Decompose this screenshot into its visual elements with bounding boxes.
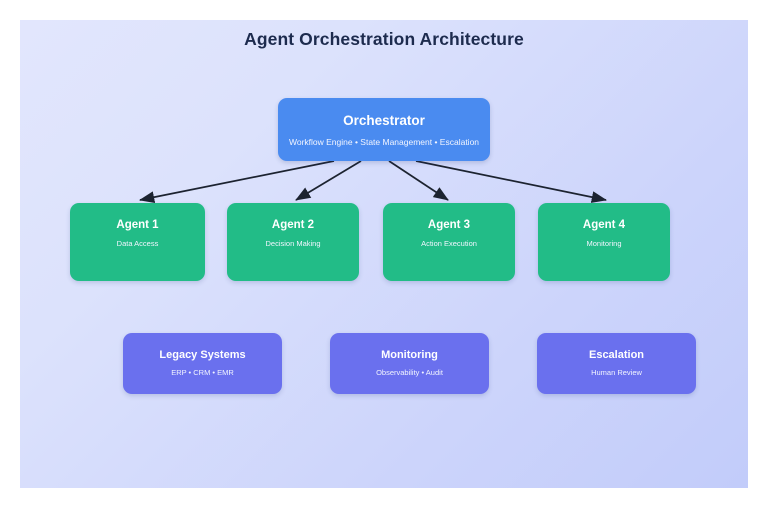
node-escalation-title: Escalation [588, 349, 645, 361]
node-legacy-systems-title: Legacy Systems [159, 349, 246, 361]
node-monitoring-subtitle: Observability • Audit [376, 368, 443, 378]
node-legacy-systems[interactable]: Legacy Systems ERP • CRM • EMR [123, 333, 282, 394]
node-agent-2-title: Agent 2 [271, 219, 315, 231]
node-escalation[interactable]: Escalation Human Review [537, 333, 696, 394]
node-agent-3-title: Agent 3 [427, 219, 471, 231]
page-title: Agent Orchestration Architecture [244, 29, 524, 49]
node-orchestrator[interactable]: Orchestrator Workflow Engine • State Man… [278, 98, 490, 161]
node-orchestrator-title: Orchestrator [343, 113, 425, 128]
node-agent-1-title: Agent 1 [116, 219, 159, 231]
node-agent-4-title: Agent 4 [582, 219, 626, 231]
node-escalation-subtitle: Human Review [591, 368, 642, 378]
node-agent-1[interactable]: Agent 1 Data Access [70, 203, 205, 281]
node-agent-4[interactable]: Agent 4 Monitoring [538, 203, 670, 281]
node-agent-2[interactable]: Agent 2 Decision Making [227, 203, 359, 281]
node-monitoring-title: Monitoring [381, 349, 438, 361]
node-agent-4-subtitle: Monitoring [586, 238, 622, 248]
node-agent-3-subtitle: Action Execution [421, 238, 477, 248]
node-legacy-systems-subtitle: ERP • CRM • EMR [171, 368, 234, 378]
node-agent-3[interactable]: Agent 3 Action Execution [383, 203, 515, 281]
node-monitoring[interactable]: Monitoring Observability • Audit [330, 333, 489, 394]
node-agent-1-subtitle: Data Access [116, 238, 159, 248]
node-agent-2-subtitle: Decision Making [265, 238, 321, 248]
node-orchestrator-subtitle: Workflow Engine • State Management • Esc… [288, 136, 480, 147]
